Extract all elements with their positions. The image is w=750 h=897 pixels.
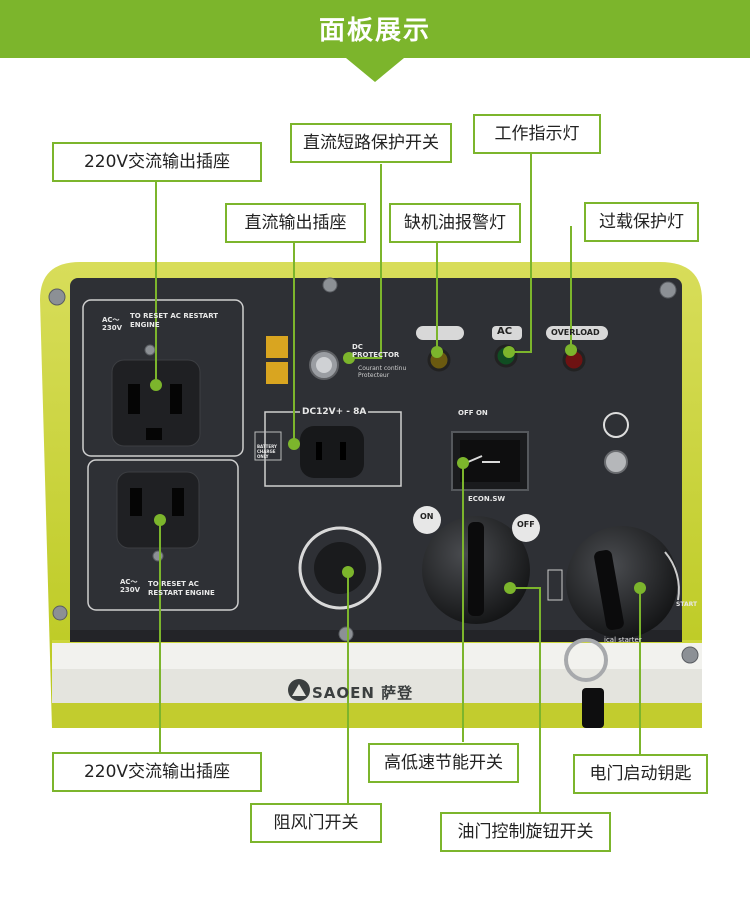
ac-outlet-bottom <box>116 471 200 549</box>
label-ignition-key: 电门启动钥匙 <box>573 754 708 794</box>
warning-sticker <box>266 336 288 358</box>
ignition-start-text: START <box>676 601 698 608</box>
key-ring <box>564 638 608 682</box>
dc-rating: DC12V+ - 8A <box>300 407 369 417</box>
page-title: 面板展示 <box>318 16 431 46</box>
screw <box>681 646 699 664</box>
ground-symbol <box>603 412 629 438</box>
label-low-oil-lamp: 缺机油报警灯 <box>389 203 521 243</box>
label-dc-protector-switch: 直流短路保护开关 <box>290 123 452 163</box>
label-work-lamp: 工作指示灯 <box>473 114 601 154</box>
screw <box>659 281 677 299</box>
label-ac-outlet-top: 220V交流输出插座 <box>52 142 262 182</box>
lamp-ac-text: AC <box>497 326 513 337</box>
ground-terminal <box>604 450 628 474</box>
lamp-ac-tag <box>492 326 522 340</box>
fuel-off-text: OFF <box>517 520 535 529</box>
screw <box>144 344 156 356</box>
screw <box>322 277 338 293</box>
screw <box>48 288 66 306</box>
screw <box>152 550 164 562</box>
ac-outlet-frame-bottom <box>87 459 239 611</box>
ignition-switch <box>566 526 678 638</box>
econ-text: ECON.SW <box>468 495 506 503</box>
manual-sticker <box>266 362 288 384</box>
ac-tag-top: AC～ 230V <box>102 316 123 332</box>
dc-outlet <box>300 426 364 478</box>
label-fuel-knob: 油门控制旋钮开关 <box>440 812 611 852</box>
dc-protector-text: DC PROTECTOR <box>352 343 400 359</box>
brand-name: SAOEN 萨登 <box>312 684 414 702</box>
label-ac-outlet-bottom: 220V交流输出插座 <box>52 752 262 792</box>
screw <box>52 605 68 621</box>
screw <box>338 626 354 642</box>
ac-outlet-frame-top <box>82 299 244 457</box>
fuel-on-text: ON <box>420 512 434 521</box>
title-banner-notch <box>346 58 404 82</box>
reset-text-bottom: TO RESET AC RESTART ENGINE <box>148 580 215 597</box>
label-choke-switch: 阻风门开关 <box>250 803 382 843</box>
battery-sticker <box>254 431 282 461</box>
leader-dots <box>150 344 646 594</box>
leader-lines <box>155 154 641 812</box>
choke-knob <box>298 526 382 610</box>
ignition-key <box>582 688 604 728</box>
lamp-overload-text: OVERLOAD <box>551 328 600 337</box>
label-dc-output: 直流输出插座 <box>225 203 366 243</box>
label-eco-switch: 高低速节能开关 <box>368 743 519 783</box>
off-on-text: OFF ON <box>458 409 488 417</box>
control-panel <box>70 278 682 640</box>
title-banner <box>0 0 750 58</box>
ac-tag-bottom: AC～ 230V <box>120 578 141 594</box>
starter-text: ical starter <box>604 636 642 644</box>
label-overload-lamp: 过载保护灯 <box>584 202 699 242</box>
reset-text-top: TO RESET AC RESTART ENGINE <box>130 312 219 329</box>
battery-tag: BATTERY CHARGE ONLY <box>257 444 277 459</box>
dc-protector-fr-text: Courant continu Protecteur <box>358 365 407 379</box>
